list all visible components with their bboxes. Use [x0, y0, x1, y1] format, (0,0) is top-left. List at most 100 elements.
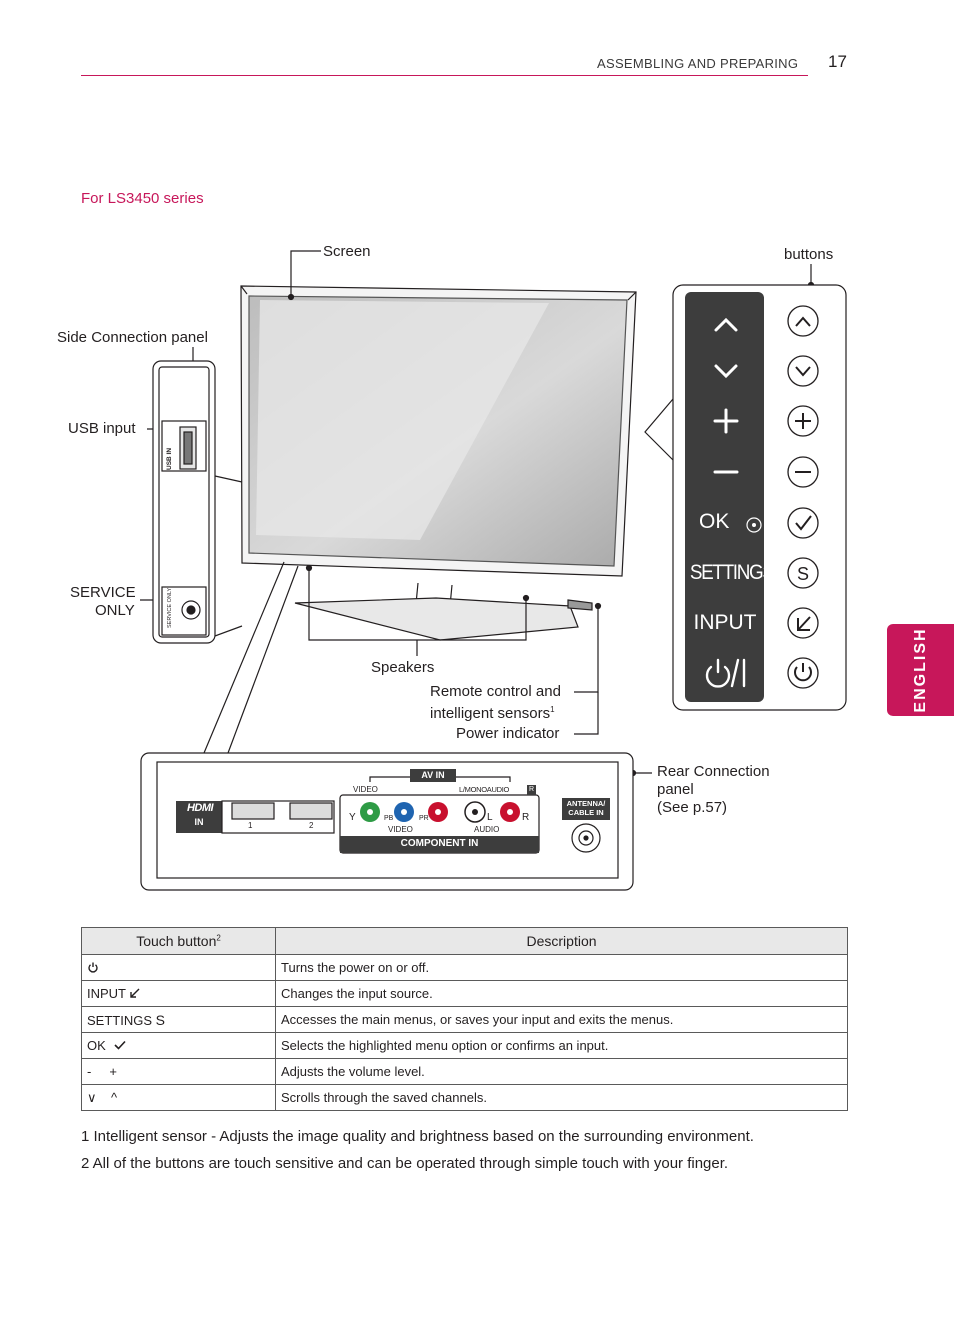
- table-cell-button: ∨ ^: [81, 1084, 276, 1111]
- control-strip-frame: [672, 284, 847, 711]
- header-description: Description: [275, 927, 848, 955]
- hdmi-1-label: 1: [248, 821, 253, 830]
- strip-settings-label: SETTINGS: [689, 561, 775, 584]
- language-tab: ENGLISH: [887, 624, 954, 716]
- label-buttons: buttons: [784, 246, 834, 263]
- label-remote-line2: intelligent sensors1: [430, 701, 555, 723]
- service-only-text-wrap: SERVICE ONLY: [167, 588, 179, 632]
- page-number: 17: [828, 52, 847, 71]
- table-cell-button: OK: [81, 1032, 276, 1059]
- touch-ok-button: [787, 507, 819, 539]
- table-row: INPUT Changes the input source.: [81, 980, 848, 1007]
- table-cell-description: Accesses the main menus, or saves your i…: [275, 1006, 848, 1033]
- control-strip-icons: [705, 317, 762, 688]
- touch-input-button: [787, 607, 819, 639]
- video-bottom-label: VIDEO: [388, 825, 413, 834]
- tv-diagram: S: [140, 250, 847, 891]
- table-cell-button: - +: [81, 1058, 276, 1085]
- label-speakers: Speakers: [371, 659, 435, 676]
- button-text: INPUT: [87, 986, 126, 1001]
- hdmi-in-label: IN: [194, 817, 204, 827]
- touch-button-table: Touch button2 Description Turns the powe…: [81, 927, 848, 1111]
- sensor-icon: [746, 517, 762, 533]
- power-icon: [705, 665, 731, 688]
- antenna-line1: ANTENNA/: [566, 799, 606, 808]
- label-service-line1: SERVICE: [70, 584, 136, 601]
- label-screen: Screen: [323, 243, 371, 260]
- touch-up-button: [787, 305, 819, 337]
- label-rear-line1: Rear Connection: [657, 763, 770, 780]
- table-header-row: Touch button2 Description: [81, 927, 848, 955]
- label-rear-line2: panel: [657, 781, 694, 798]
- table-cell-description: Selects the highlighted menu option or c…: [275, 1032, 848, 1059]
- antenna-line2: CABLE IN: [568, 808, 604, 817]
- button-text: - +: [87, 1064, 117, 1079]
- hdmi-logo: HDMI: [186, 802, 214, 814]
- label-rear-line3: (See p.57): [657, 799, 728, 816]
- svg-text:S: S: [797, 564, 809, 584]
- table-cell-button: SETTINGS S: [81, 1006, 276, 1033]
- component-in-label: COMPONENT IN: [400, 838, 479, 849]
- mono-audio-label: L/MONOAUDIO: [459, 785, 510, 794]
- ch-up-icon: [714, 317, 738, 332]
- input-arrow-icon: [130, 988, 140, 998]
- power-icon: [88, 962, 98, 973]
- section-title: ASSEMBLING AND PREPARING: [597, 56, 799, 71]
- side-connection-panel: [152, 360, 216, 644]
- ch-down-icon: [714, 364, 738, 379]
- table-row: SETTINGS S Accesses the main menus, or s…: [81, 1006, 848, 1033]
- video-top-label: VIDEO: [353, 785, 378, 794]
- checkmark-icon: [114, 1040, 127, 1050]
- service-only-text: SERVICE ONLY: [167, 587, 173, 628]
- usb-in-text-wrap: USB IN: [166, 440, 182, 470]
- table-cell-button: [81, 954, 276, 981]
- header-touch-button: Touch button2: [81, 927, 276, 955]
- label-remote-line1: Remote control and: [430, 683, 561, 700]
- touch-buttons: S: [787, 305, 819, 689]
- table-row: Turns the power on or off.: [81, 954, 848, 981]
- button-text: SETTINGS: [87, 1012, 153, 1028]
- footnote-1: 1 Intelligent sensor - Adjusts the image…: [81, 1128, 754, 1145]
- table-cell-description: Turns the power on or off.: [275, 954, 848, 981]
- label-side-connection-panel: Side Connection panel: [57, 329, 208, 346]
- touch-plus-button: [787, 405, 819, 437]
- usb-in-text: USB IN: [166, 447, 173, 470]
- r-label: R: [522, 812, 530, 823]
- table-cell-description: Adjusts the volume level.: [275, 1058, 848, 1085]
- table-cell-button: INPUT: [81, 980, 276, 1007]
- header-touch-button-text: Touch button: [136, 933, 217, 949]
- rear-jacks: [360, 801, 520, 823]
- label-service-line2: ONLY: [95, 602, 135, 619]
- audio-bottom-label: AUDIO: [474, 825, 500, 834]
- l-label: L: [487, 812, 493, 823]
- header-touch-button-sup: 2: [216, 933, 221, 943]
- r-badge: R: [527, 785, 536, 795]
- button-text: ∨ ^: [87, 1089, 118, 1105]
- table-row: OK Selects the highlighted menu option o…: [81, 1032, 848, 1059]
- touch-power-button: [787, 657, 819, 689]
- pb-label: PB: [384, 815, 394, 822]
- label-remote-sup: 1: [550, 705, 555, 714]
- model-subtitle: For LS3450 series: [81, 190, 204, 207]
- table-cell-description: Scrolls through the saved channels.: [275, 1084, 848, 1111]
- table-row: - + Adjusts the volume level.: [81, 1058, 848, 1085]
- label-usb-input: USB input: [68, 420, 136, 437]
- header-rule: [81, 75, 808, 76]
- tv-stand: [294, 582, 593, 641]
- hdmi-2-label: 2: [309, 821, 314, 830]
- footnote-2: 2 All of the buttons are touch sensitive…: [81, 1155, 729, 1172]
- rear-connection-panel: [140, 752, 634, 891]
- antenna-label: ANTENNA/ CABLE IN: [562, 799, 610, 817]
- strip-input-label: INPUT: [693, 611, 757, 634]
- touch-settings-button: S: [787, 557, 819, 589]
- settings-s-icon: S: [155, 1011, 165, 1028]
- touch-down-button: [787, 355, 819, 387]
- table-row: ∨ ^ Scrolls through the saved channels.: [81, 1084, 848, 1111]
- tv-frame: [240, 285, 637, 577]
- pr-label: PR: [419, 815, 429, 822]
- touch-minus-button: [787, 456, 819, 488]
- label-remote-text: intelligent sensors: [430, 705, 551, 722]
- av-in-label: AV IN: [421, 770, 445, 780]
- y-label: Y: [349, 812, 356, 823]
- strip-ok-label: OK: [699, 510, 730, 533]
